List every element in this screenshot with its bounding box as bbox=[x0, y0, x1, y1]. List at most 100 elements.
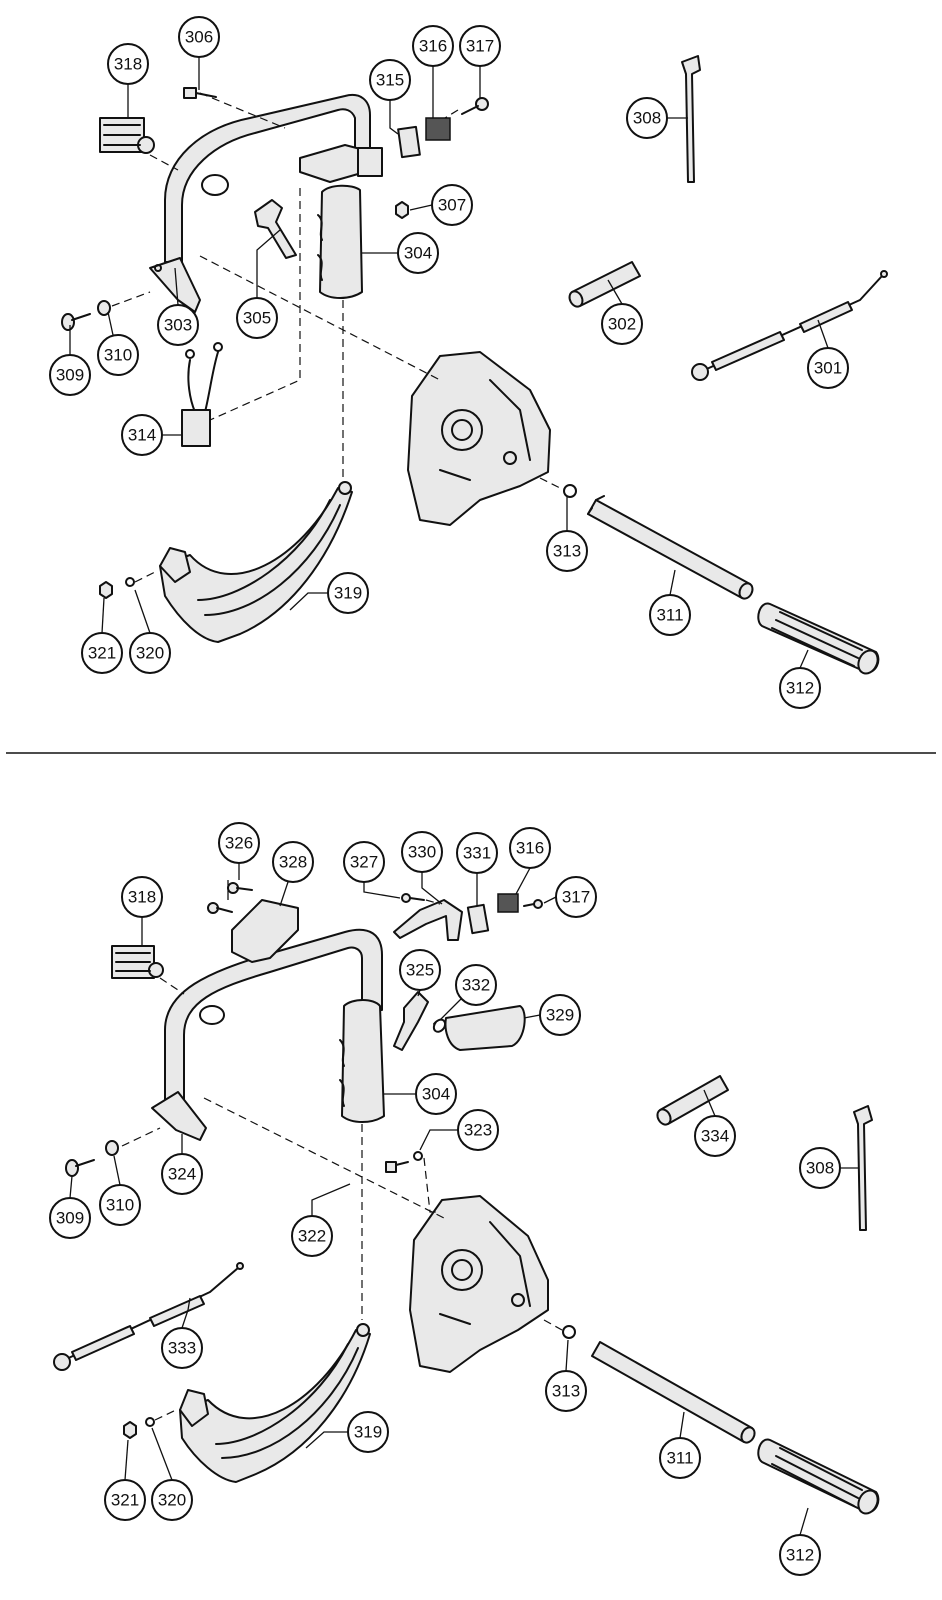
lever-330 bbox=[393, 899, 463, 941]
callout-314: 314 bbox=[121, 414, 163, 456]
svg-text:320: 320 bbox=[136, 644, 164, 663]
svg-text:308: 308 bbox=[806, 1159, 834, 1178]
plate-331 bbox=[466, 903, 490, 935]
callout-316: 316 bbox=[509, 827, 551, 869]
svg-text:316: 316 bbox=[516, 839, 544, 858]
leader-lines bbox=[69, 57, 829, 669]
callout-316: 316 bbox=[412, 25, 454, 67]
svg-text:311: 311 bbox=[656, 606, 683, 625]
svg-text:303: 303 bbox=[164, 316, 192, 335]
svg-text:313: 313 bbox=[553, 542, 581, 561]
callout-321: 321 bbox=[104, 1479, 146, 1521]
assembly-line bbox=[121, 1127, 161, 1147]
assembly-line bbox=[203, 1097, 445, 1219]
svg-text:307: 307 bbox=[438, 196, 466, 215]
svg-text:325: 325 bbox=[406, 961, 434, 980]
handle-grip-304 bbox=[299, 144, 383, 299]
callout-318: 318 bbox=[107, 43, 149, 85]
cable-333 bbox=[53, 1262, 244, 1371]
callout-318: 318 bbox=[121, 876, 163, 918]
block-316 bbox=[425, 117, 451, 141]
callout-333: 333 bbox=[161, 1327, 203, 1369]
svg-text:329: 329 bbox=[546, 1006, 574, 1025]
nut-321 bbox=[99, 581, 113, 599]
callout-310: 310 bbox=[99, 1184, 141, 1226]
svg-text:334: 334 bbox=[701, 1127, 729, 1146]
callout-319: 319 bbox=[347, 1411, 389, 1453]
throttle-lever-305 bbox=[254, 199, 297, 259]
sleeve-302 bbox=[568, 261, 641, 308]
callout-320: 320 bbox=[129, 632, 171, 674]
svg-text:306: 306 bbox=[185, 28, 213, 47]
svg-text:318: 318 bbox=[128, 888, 156, 907]
callout-308: 308 bbox=[799, 1147, 841, 1189]
callout-304: 304 bbox=[397, 232, 439, 274]
callout-328: 328 bbox=[272, 841, 314, 883]
callout-317: 317 bbox=[555, 876, 597, 918]
handle-tube-311 bbox=[591, 1341, 756, 1444]
callout-332: 332 bbox=[455, 964, 497, 1006]
callout-301: 301 bbox=[807, 347, 849, 389]
callout-334: 334 bbox=[694, 1115, 736, 1157]
lever-325 bbox=[393, 991, 429, 1051]
gear-housing bbox=[407, 351, 551, 526]
svg-text:308: 308 bbox=[633, 109, 661, 128]
assembly-line bbox=[199, 255, 441, 381]
svg-text:310: 310 bbox=[104, 346, 132, 365]
assembly-line bbox=[444, 109, 459, 119]
hand-guard-319 bbox=[179, 1323, 371, 1483]
block-316 bbox=[497, 893, 519, 913]
callout-310: 310 bbox=[97, 334, 139, 376]
callout-319: 319 bbox=[327, 572, 369, 614]
bolt-322 bbox=[385, 1161, 409, 1173]
svg-text:301: 301 bbox=[814, 359, 842, 378]
assembly-line bbox=[159, 977, 185, 995]
washer-310 bbox=[105, 1140, 119, 1156]
assembly-line bbox=[539, 477, 561, 489]
callout-313: 313 bbox=[545, 1370, 587, 1412]
callout-312: 312 bbox=[779, 667, 821, 709]
svg-text:326: 326 bbox=[225, 834, 253, 853]
callout-302: 302 bbox=[601, 303, 643, 345]
leader-lines bbox=[69, 863, 858, 1536]
callout-303: 303 bbox=[157, 304, 199, 346]
callout-311: 311 bbox=[649, 594, 691, 636]
assembly-line bbox=[543, 1319, 563, 1331]
callout-304: 304 bbox=[415, 1073, 457, 1115]
svg-text:316: 316 bbox=[419, 37, 447, 56]
callout-308: 308 bbox=[626, 97, 668, 139]
cover-329 bbox=[444, 1005, 526, 1051]
callout-309: 309 bbox=[49, 1197, 91, 1239]
nut-307 bbox=[395, 201, 409, 219]
callout-320: 320 bbox=[151, 1479, 193, 1521]
svg-text:313: 313 bbox=[552, 1382, 580, 1401]
svg-text:319: 319 bbox=[334, 584, 362, 603]
cable-301 bbox=[691, 270, 888, 381]
callout-312: 312 bbox=[779, 1534, 821, 1576]
svg-text:321: 321 bbox=[88, 644, 116, 663]
handle-grip-304 bbox=[339, 999, 385, 1123]
screw-317 bbox=[461, 97, 489, 115]
svg-text:318: 318 bbox=[114, 55, 142, 74]
handle-tube-311 bbox=[587, 495, 754, 600]
assembly-line bbox=[134, 571, 156, 583]
svg-text:312: 312 bbox=[786, 679, 814, 698]
svg-text:305: 305 bbox=[243, 309, 271, 328]
assembly-line bbox=[425, 899, 441, 905]
callout-327: 327 bbox=[343, 841, 385, 883]
assembly-line bbox=[199, 92, 286, 129]
svg-text:309: 309 bbox=[56, 366, 84, 385]
svg-text:321: 321 bbox=[111, 1491, 139, 1510]
svg-text:331: 331 bbox=[463, 844, 491, 863]
svg-text:317: 317 bbox=[562, 888, 590, 907]
callout-330: 330 bbox=[401, 831, 443, 873]
svg-text:302: 302 bbox=[608, 315, 636, 334]
gear-housing bbox=[409, 1195, 549, 1373]
svg-text:309: 309 bbox=[56, 1209, 84, 1228]
assembly-line bbox=[149, 154, 179, 171]
circlip-313 bbox=[562, 1325, 576, 1339]
spring-332 bbox=[432, 1018, 446, 1033]
callout-324: 324 bbox=[161, 1153, 203, 1195]
callout-325: 325 bbox=[399, 949, 441, 991]
